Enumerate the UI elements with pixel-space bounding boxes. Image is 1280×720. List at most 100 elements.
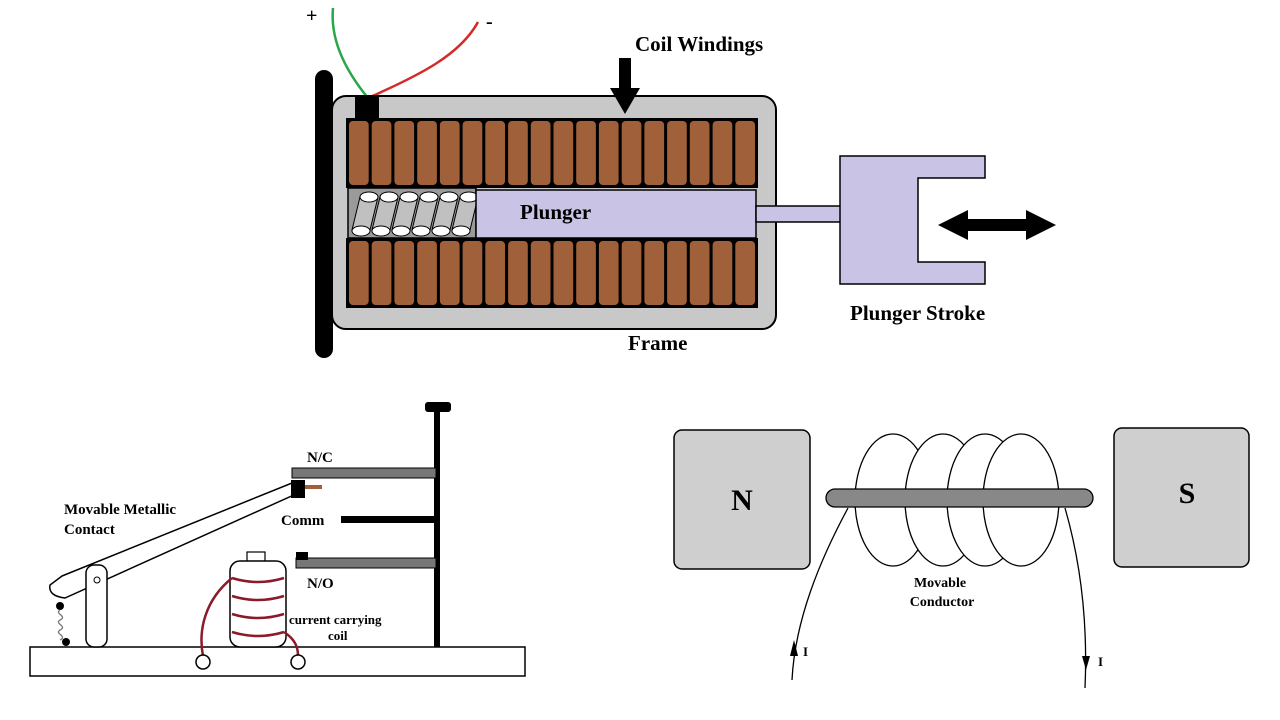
south-pole-label: S [1179, 477, 1196, 510]
coil-turn [508, 121, 528, 185]
coil-windings-top [349, 121, 755, 185]
coil-turn [530, 121, 551, 185]
comm-contact-bar [341, 516, 436, 523]
plunger-spring [351, 191, 479, 237]
terminal-block [355, 96, 379, 120]
current-label-right: I [1098, 654, 1103, 669]
plunger-yoke [839, 155, 986, 285]
plunger-rod [755, 205, 845, 223]
coil-turn [689, 121, 710, 185]
pivot-post [85, 564, 108, 648]
coil-turn [371, 121, 392, 185]
relay-coil-body [229, 560, 287, 648]
movable-conductor-bar [825, 488, 1094, 508]
coil-turn [553, 121, 574, 185]
coil-turn [644, 121, 665, 185]
nc-label: N/C [307, 450, 333, 466]
coil-turn [508, 241, 528, 305]
contact-post-cap [425, 402, 451, 412]
south-pole [1113, 427, 1250, 568]
coil-core-bottom [346, 238, 758, 308]
coil-turn [553, 241, 574, 305]
coil-turn [349, 121, 369, 185]
current-wire-right [1064, 507, 1087, 689]
solenoid-diagram: + - Plunger Coil Windings Plunger Stroke… [306, 5, 1056, 358]
coil-turn [576, 121, 596, 185]
negative-terminal-label: - [486, 11, 493, 33]
coil-windings-label: Coil Windings [635, 32, 763, 56]
coil-turn [462, 121, 483, 185]
pivot-pin [93, 576, 101, 584]
coil-turn [667, 121, 687, 185]
plunger-label: Plunger [520, 200, 591, 224]
no-contact-tip [296, 552, 308, 560]
spring-top-anchor [56, 602, 64, 610]
spring-coil-bottom [431, 225, 451, 237]
spring-coil-bottom [371, 225, 391, 237]
current-arrow-down [1082, 656, 1090, 670]
relay-coil-windings [231, 576, 285, 638]
coil-turn [462, 241, 483, 305]
current-wire-left [791, 507, 849, 681]
coil-turn [712, 121, 733, 185]
coil-turn [621, 241, 642, 305]
coil-turn [417, 121, 437, 185]
coil-turn [530, 241, 551, 305]
coil-turn [485, 121, 505, 185]
relay-diagram: N/C Comm N/O Movable Metallic Contact cu… [29, 402, 526, 677]
coil-turn [394, 241, 415, 305]
north-pole [673, 429, 811, 570]
coil-turn [394, 121, 415, 185]
spring-coil-top [379, 191, 399, 203]
coil-turn [735, 241, 755, 305]
negative-wire [367, 21, 480, 100]
spring-coil-top [399, 191, 419, 203]
motor-principle-diagram: N S I I Movable Conductor [673, 427, 1250, 689]
spring-coil-top [359, 191, 379, 203]
coil-turn [417, 241, 437, 305]
coil-turn [349, 241, 369, 305]
relay-base [29, 646, 526, 677]
plunger-body [475, 189, 757, 239]
coil-label-line2: coil [328, 628, 348, 643]
coil-turn [621, 121, 642, 185]
coil-lead-left [200, 577, 233, 657]
coil-turn [644, 241, 665, 305]
return-spring [57, 609, 64, 641]
current-label-left: I [803, 644, 808, 659]
positive-terminal-label: + [306, 5, 317, 27]
frame-label: Frame [628, 331, 687, 355]
current-arrow-up [790, 640, 798, 656]
nc-contact-bar [291, 467, 437, 479]
coil-turn [439, 121, 460, 185]
no-contact-bar [295, 557, 437, 569]
coil-turn [667, 241, 687, 305]
coil-turn [439, 241, 460, 305]
coil-turn [712, 241, 733, 305]
plunger-stroke-arrow [938, 210, 1056, 240]
coil-label-line1: current carrying [289, 612, 382, 627]
armature-lever [49, 482, 297, 599]
coil-turn [576, 241, 596, 305]
spring-coil-top [419, 191, 439, 203]
no-label: N/O [307, 576, 334, 592]
conductor-label-line1: Movable [914, 576, 966, 591]
spring-coil-top [439, 191, 459, 203]
coil-windings-bottom [349, 241, 755, 305]
plunger-stroke-label: Plunger Stroke [850, 301, 985, 325]
spring-coil-bottom [411, 225, 431, 237]
coil-lead-right [283, 630, 300, 657]
spring-coil-bottom [451, 225, 471, 237]
coil-windings-arrow [610, 58, 640, 114]
spring-coil-bottom [351, 225, 371, 237]
positive-wire [331, 7, 369, 99]
coil-turn [485, 241, 505, 305]
movable-contact-label-line1: Movable Metallic [64, 502, 176, 518]
movable-contact-label-line2: Contact [64, 522, 115, 538]
coil-turn [371, 241, 392, 305]
coil-turn [598, 241, 619, 305]
contact-post [434, 410, 440, 647]
coil-terminal-right [290, 654, 306, 670]
coil-turn [598, 121, 619, 185]
